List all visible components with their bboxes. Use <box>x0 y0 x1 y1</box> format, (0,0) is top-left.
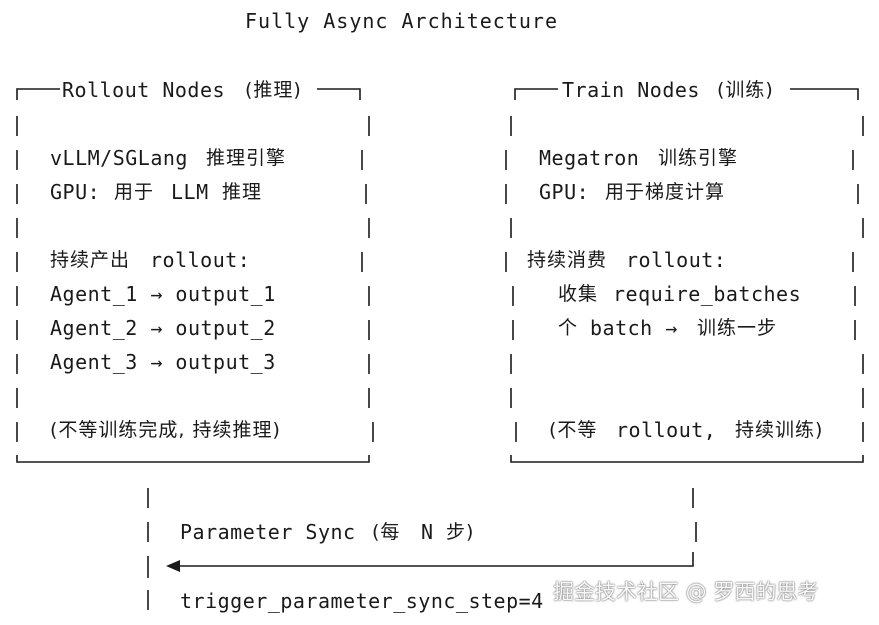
train-gpu: GPU: <box>539 180 590 204</box>
sync-arrowhead <box>166 560 180 572</box>
train-consume: rollout: <box>626 248 727 272</box>
rollout-gpu-tail: 推理 <box>222 181 263 203</box>
train-batch-cjk: 个 <box>558 317 579 339</box>
train-box-top-right <box>790 88 859 100</box>
train-note-mid: rollout, <box>616 418 717 442</box>
train-gpu-cjk: 用于梯度计算 <box>605 181 726 203</box>
train-header-cjk: (训练) <box>717 79 774 101</box>
rollout-engine: vLLM/SGLang <box>50 146 188 170</box>
sync-arrow-line <box>178 552 694 567</box>
train-engine-cjk: 训练引擎 <box>658 147 739 169</box>
sync-param: trigger_parameter_sync_step=4 <box>180 589 544 613</box>
watermark: 掘金技术社区 @ 罗西的思考 <box>553 580 819 604</box>
train-collect-cjk: 收集 <box>558 283 599 305</box>
sync-label: Parameter Sync <box>180 520 356 544</box>
rollout-header: Rollout Nodes <box>62 78 226 102</box>
train-engine: Megatron <box>539 146 640 170</box>
rollout-gpu-llm: LLM <box>171 180 209 204</box>
train-note-tail: 持续训练) <box>735 419 824 441</box>
train-box-bottom <box>510 455 864 463</box>
train-batch-tail: 训练一步 <box>697 317 778 339</box>
train-batch: batch → <box>590 316 678 340</box>
rollout-header-cjk: (推理) <box>245 79 302 101</box>
sync-label-cjk: (每 <box>372 521 401 543</box>
agent-line-3: Agent_3 → output_3 <box>50 350 276 374</box>
train-note-open: (不等 <box>549 419 598 441</box>
rollout-produce: rollout: <box>150 248 251 272</box>
train-box-top-left <box>514 88 558 100</box>
train-collect: require_batches <box>613 282 802 306</box>
rollout-note: (不等训练完成, 持续推理) <box>50 419 281 441</box>
train-header: Train Nodes <box>562 78 700 102</box>
rollout-box-top-right <box>317 88 361 100</box>
rollout-box-bottom <box>16 455 370 463</box>
rollout-engine-cjk: 推理引擎 <box>206 147 287 169</box>
agent-line-2: Agent_2 → output_2 <box>50 316 276 340</box>
agent-line-1: Agent_1 → output_1 <box>50 282 276 306</box>
rollout-gpu-cjk: 用于 <box>114 181 155 203</box>
sync-label-tail: 步) <box>446 521 475 543</box>
rollout-gpu: GPU: <box>50 180 101 204</box>
train-consume-cjk: 持续消费 <box>527 249 608 271</box>
rollout-box-top-left <box>16 88 60 100</box>
rollout-produce-cjk: 持续产出 <box>50 249 131 271</box>
diagram-title: Fully Async Architecture <box>245 9 558 33</box>
sync-label-n: N <box>421 520 434 544</box>
